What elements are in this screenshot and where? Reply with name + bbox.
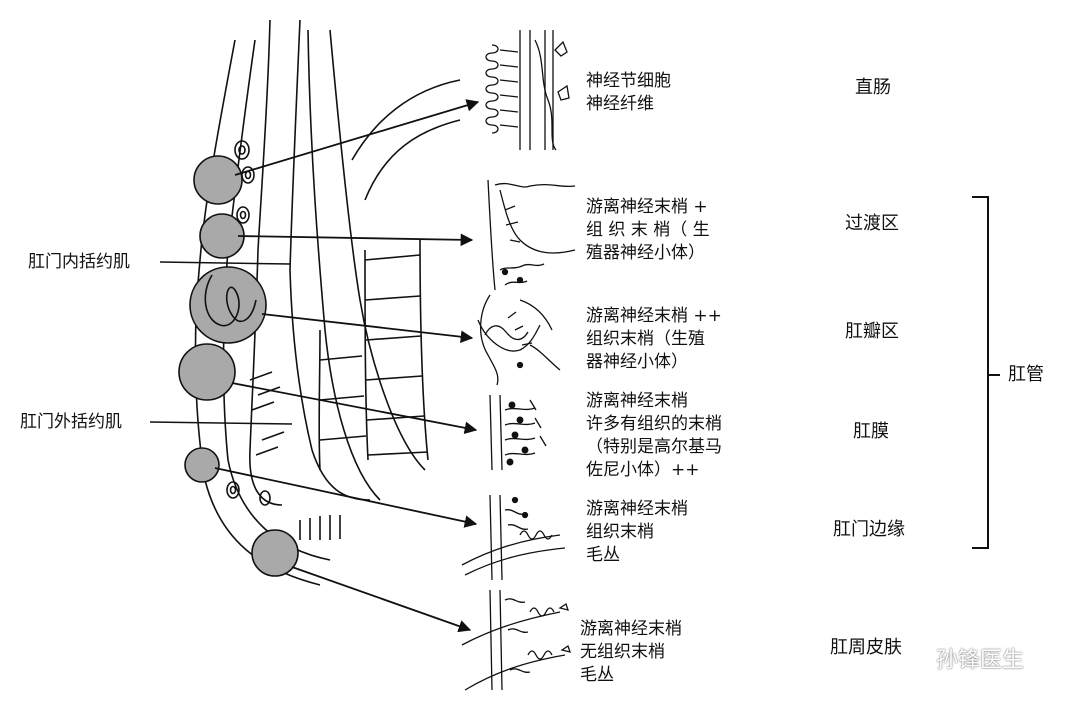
description-line: 佐尼小体）++ <box>586 460 700 480</box>
arrow-5 <box>214 467 478 528</box>
description-line: 毛丛 <box>580 665 614 685</box>
description-transition: 游离神经末梢 + 组 织 末 梢（ 生 殖器神经小体） <box>586 196 710 265</box>
external-sphincter-label: 肛门外括约肌 <box>20 412 122 432</box>
sample-site-rectum <box>193 155 243 205</box>
arrow-3 <box>261 313 474 343</box>
detail-panels <box>461 30 576 691</box>
anal-canal-bracket <box>972 196 1000 549</box>
valve-fold <box>204 274 257 327</box>
panel-transition <box>487 179 576 291</box>
description-perianal: 游离神经末梢 无组织末梢 毛丛 <box>580 618 682 687</box>
region-pecten: 肛膜 <box>853 421 889 442</box>
description-valve: 游离神经末梢 ++ 组织末梢（生殖 器神经小体） <box>586 305 722 374</box>
description-line: 游离神经末梢 ++ <box>586 306 722 326</box>
description-pecten: 游离神经末梢 许多有组织的末梢 （特别是高尔基马 佐尼小体）++ <box>586 390 722 482</box>
region-transition-zone: 过渡区 <box>845 213 899 234</box>
region-perianal-skin: 肛周皮肤 <box>830 637 902 658</box>
description-line: 毛丛 <box>586 545 620 565</box>
anal-canal-cross-section <box>194 19 461 586</box>
description-line: 组织末梢 <box>586 522 654 542</box>
label-pointers <box>149 261 293 425</box>
description-line: 组 织 末 梢（ 生 <box>586 220 710 240</box>
wechat-icon <box>901 645 928 669</box>
description-line: 神经纤维 <box>586 94 654 114</box>
description-line: 无组织末梢 <box>580 642 665 662</box>
sample-site-transition <box>199 213 245 259</box>
description-line: 游离神经末梢 <box>586 391 688 411</box>
arrow-6 <box>291 566 472 633</box>
arrow-1 <box>234 99 480 176</box>
region-rectum: 直肠 <box>855 77 891 98</box>
panel-pecten <box>489 394 547 471</box>
description-line: 游离神经末梢 + <box>586 197 708 217</box>
internal-sphincter-label: 肛门内括约肌 <box>28 252 130 272</box>
sample-site-pecten <box>178 343 236 401</box>
arrows <box>214 99 480 633</box>
description-line: 游离神经末梢 <box>586 499 688 519</box>
description-line: 组织末梢（生殖 <box>586 329 705 349</box>
description-line: 殖器神经小体） <box>586 243 705 263</box>
description-margin: 游离神经末梢 组织末梢 毛丛 <box>586 498 688 567</box>
sample-site-perianal <box>251 529 299 577</box>
watermark: 孙锋医生 <box>900 640 1024 676</box>
panel-perianal <box>461 589 571 691</box>
panel-margin <box>461 494 566 581</box>
description-line: 器神经小体） <box>586 352 688 372</box>
arrow-2 <box>237 233 474 247</box>
region-anal-margin: 肛门边缘 <box>833 519 905 540</box>
description-line: 游离神经末梢 <box>580 619 682 639</box>
arrow-4 <box>231 382 478 435</box>
description-line: 许多有组织的末梢 <box>586 414 722 434</box>
description-line: 神经节细胞 <box>586 71 671 91</box>
description-line: （特别是高尔基马 <box>586 437 722 457</box>
bracket-label-anal-canal: 肛管 <box>1008 364 1044 385</box>
panel-valve <box>477 294 561 386</box>
region-valve-zone: 肛瓣区 <box>845 321 899 342</box>
sample-site-margin <box>184 447 220 483</box>
panel-rectum <box>485 30 570 151</box>
watermark-text: 孙锋医生 <box>936 648 1025 673</box>
description-rectum: 神经节细胞 神经纤维 <box>586 70 671 116</box>
